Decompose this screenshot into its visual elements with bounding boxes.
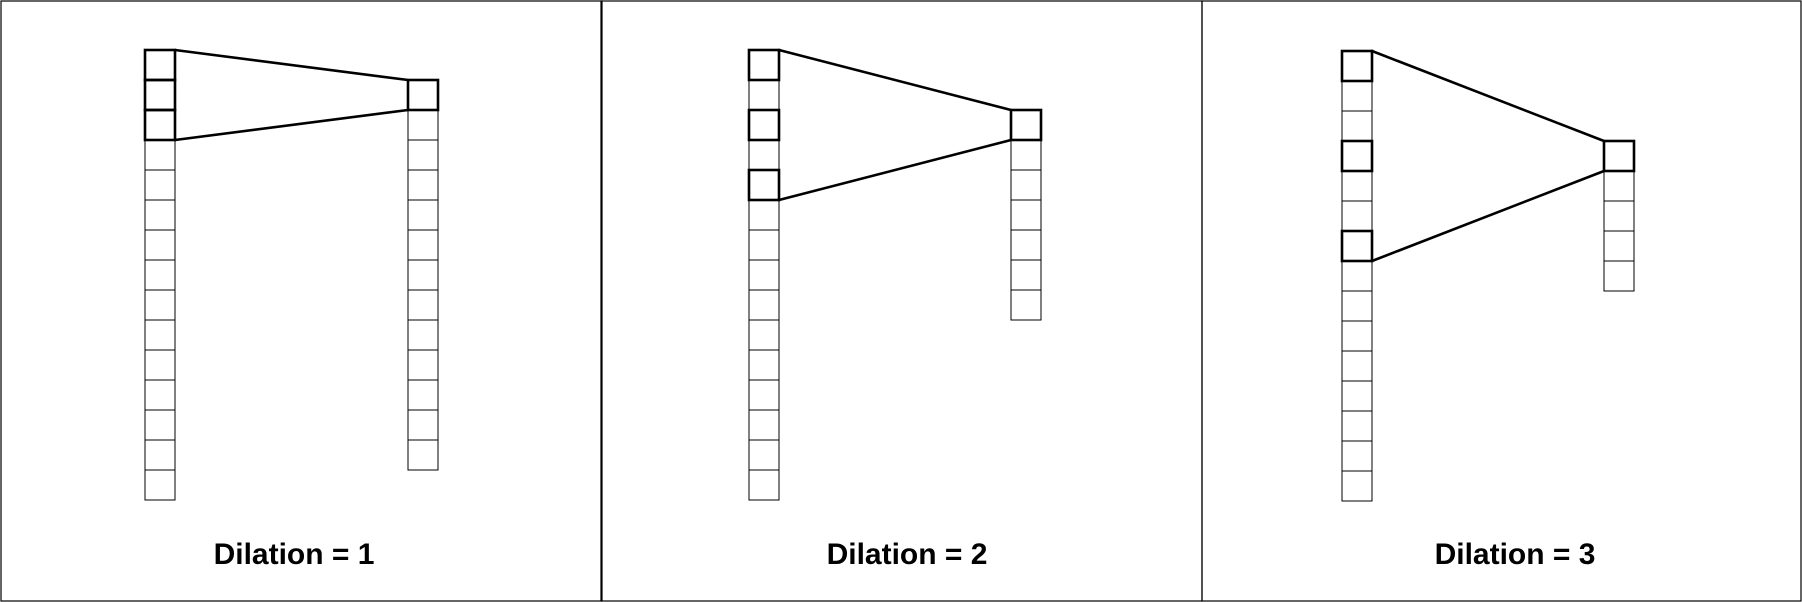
highlighted-input-cell bbox=[747, 108, 781, 142]
output-cell bbox=[407, 409, 439, 441]
input-cell bbox=[144, 379, 176, 411]
input-cell bbox=[1341, 230, 1373, 262]
output-cell bbox=[407, 139, 439, 171]
input-cell bbox=[748, 319, 780, 351]
input-cell bbox=[748, 469, 780, 501]
input-cell bbox=[1341, 290, 1373, 322]
input-cell bbox=[1341, 50, 1373, 82]
input-cell bbox=[1341, 470, 1373, 502]
input-cell bbox=[748, 79, 780, 111]
receptive-field-line-bottom bbox=[777, 138, 1013, 202]
receptive-field-line-top bbox=[777, 48, 1013, 112]
panel-frame bbox=[600, 0, 1203, 602]
output-cell bbox=[1010, 289, 1042, 321]
input-cell bbox=[144, 319, 176, 351]
receptive-field-line-bottom bbox=[173, 108, 410, 142]
input-cell bbox=[144, 259, 176, 291]
output-cell bbox=[407, 169, 439, 201]
input-cell bbox=[1341, 200, 1373, 232]
input-cell bbox=[144, 349, 176, 381]
input-cell bbox=[144, 289, 176, 321]
input-cell bbox=[748, 349, 780, 381]
highlighted-input-cell bbox=[143, 108, 177, 142]
output-cell bbox=[1010, 199, 1042, 231]
input-cell bbox=[748, 229, 780, 261]
caption-dilation-2: Dilation = 2 bbox=[827, 538, 988, 571]
output-cell bbox=[407, 259, 439, 291]
input-cell bbox=[144, 169, 176, 201]
highlighted-output-cell bbox=[1602, 139, 1636, 173]
receptive-field-line-bottom bbox=[1370, 169, 1606, 263]
input-cell bbox=[748, 409, 780, 441]
caption-dilation-1: Dilation = 1 bbox=[214, 538, 375, 571]
output-cell bbox=[1010, 259, 1042, 291]
output-cell bbox=[407, 349, 439, 381]
input-cell bbox=[144, 199, 176, 231]
output-cell bbox=[407, 289, 439, 321]
highlighted-input-cell bbox=[747, 168, 781, 202]
caption-dilation-3: Dilation = 3 bbox=[1435, 538, 1596, 571]
highlighted-input-cell bbox=[1340, 229, 1374, 263]
input-cell bbox=[748, 289, 780, 321]
output-cell bbox=[407, 439, 439, 471]
input-cell bbox=[144, 79, 176, 111]
output-cell bbox=[1603, 230, 1635, 262]
output-cell bbox=[407, 79, 439, 111]
highlighted-input-cell bbox=[1340, 139, 1374, 173]
panel-dilation-1: Dilation = 1 bbox=[0, 0, 603, 602]
input-cell bbox=[1341, 320, 1373, 352]
output-cell bbox=[1010, 169, 1042, 201]
output-cell bbox=[407, 109, 439, 141]
receptive-field-line-top bbox=[1370, 49, 1606, 143]
input-cell bbox=[144, 49, 176, 81]
input-cell bbox=[748, 49, 780, 81]
input-cell bbox=[1341, 350, 1373, 382]
input-cell bbox=[748, 259, 780, 291]
receptive-field-line-top bbox=[173, 48, 410, 82]
output-cell bbox=[407, 229, 439, 261]
output-cell bbox=[1010, 229, 1042, 261]
input-cell bbox=[748, 199, 780, 231]
input-cell bbox=[748, 379, 780, 411]
input-cell bbox=[144, 229, 176, 261]
output-cell bbox=[407, 319, 439, 351]
input-cell bbox=[1341, 140, 1373, 172]
output-cell bbox=[407, 199, 439, 231]
input-cell bbox=[1341, 440, 1373, 472]
output-cell bbox=[1603, 170, 1635, 202]
output-cell bbox=[1010, 109, 1042, 141]
input-cell bbox=[748, 109, 780, 141]
input-cell bbox=[748, 439, 780, 471]
output-cell bbox=[1603, 260, 1635, 292]
output-cell bbox=[1010, 139, 1042, 171]
panel-dilation-3: Dilation = 3 bbox=[1201, 0, 1802, 602]
panel-dilation-2: Dilation = 2 bbox=[600, 0, 1203, 602]
output-cell bbox=[1603, 200, 1635, 232]
output-cell bbox=[1603, 140, 1635, 172]
input-cell bbox=[1341, 170, 1373, 202]
input-cell bbox=[144, 439, 176, 471]
input-cell bbox=[144, 109, 176, 141]
input-cell bbox=[1341, 80, 1373, 112]
input-cell bbox=[748, 169, 780, 201]
input-cell bbox=[1341, 380, 1373, 412]
input-cell bbox=[144, 409, 176, 441]
panel-frame bbox=[0, 0, 603, 602]
input-cell bbox=[144, 469, 176, 501]
input-cell bbox=[1341, 260, 1373, 292]
highlighted-output-cell bbox=[1009, 108, 1043, 142]
highlighted-output-cell bbox=[406, 78, 440, 112]
input-cell bbox=[144, 139, 176, 171]
panel-frame bbox=[1201, 0, 1802, 602]
input-cell bbox=[748, 139, 780, 171]
output-cell bbox=[407, 379, 439, 411]
input-cell bbox=[1341, 110, 1373, 142]
input-cell bbox=[1341, 410, 1373, 442]
highlighted-input-cell bbox=[747, 48, 781, 82]
highlighted-input-cell bbox=[1340, 49, 1374, 83]
